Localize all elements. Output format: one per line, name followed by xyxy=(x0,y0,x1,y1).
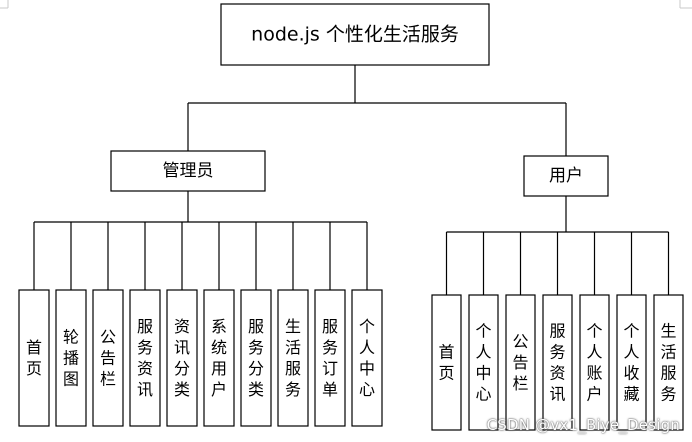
user-module-6-box xyxy=(616,294,647,431)
admin-module-7: 服务分类 xyxy=(240,289,272,427)
admin-module-9-label: 服务订单 xyxy=(322,317,338,399)
user-module-5-label: 个人账户 xyxy=(586,322,602,404)
admin-module-10-label: 个人中心 xyxy=(359,317,375,399)
user-module-4: 服务资讯 xyxy=(542,294,573,431)
user-module-5: 个人账户 xyxy=(579,294,610,431)
admin-module-2-label: 轮播图 xyxy=(63,328,79,389)
admin-module-4-box xyxy=(129,289,161,427)
admin-module-3-box xyxy=(92,289,124,427)
admin-module-10: 个人中心 xyxy=(351,289,383,427)
user-module-7-box xyxy=(653,294,684,431)
admin-module-3-label: 公告栏 xyxy=(100,328,116,389)
user-module-7-label: 生活服务 xyxy=(660,322,676,404)
admin-node: 管理员 xyxy=(110,150,266,192)
admin-module-7-box xyxy=(240,289,272,427)
user-module-2-label: 个人中心 xyxy=(475,322,491,404)
user-module-3-box xyxy=(505,294,536,431)
admin-module-8-box xyxy=(277,289,309,427)
user-module-2-box xyxy=(468,294,499,431)
user-module-4-box xyxy=(542,294,573,431)
admin-module-2-box xyxy=(55,289,87,427)
root-node-label: node.js 个性化生活服务 xyxy=(251,24,459,46)
admin-module-1-box xyxy=(18,289,50,427)
connector-lines xyxy=(33,65,670,295)
admin-module-7-label: 服务分类 xyxy=(248,317,264,399)
admin-module-5-box xyxy=(166,289,198,427)
admin-module-1: 首页 xyxy=(18,289,50,427)
admin-module-5: 资讯分类 xyxy=(166,289,198,427)
user-module-1-label: 首页 xyxy=(438,343,454,383)
user-module-4-label: 服务资讯 xyxy=(549,322,565,404)
user-module-6-label: 个人收藏 xyxy=(623,322,639,404)
user-module-7: 生活服务 xyxy=(653,294,684,431)
user-node-box xyxy=(523,155,609,197)
admin-module-8-label: 生活服务 xyxy=(285,317,301,399)
user-module-6: 个人收藏 xyxy=(616,294,647,431)
root-node: node.js 个性化生活服务 xyxy=(220,3,490,66)
admin-module-9-box xyxy=(314,289,346,427)
page-corner-marks xyxy=(0,0,692,9)
admin-module-1-label: 首页 xyxy=(26,338,42,378)
user-module-1-box xyxy=(431,294,462,431)
user-module-2: 个人中心 xyxy=(468,294,499,431)
admin-module-6-box xyxy=(203,289,235,427)
admin-node-label: 管理员 xyxy=(163,161,214,181)
admin-module-8: 生活服务 xyxy=(277,289,309,427)
user-module-3-label: 公告栏 xyxy=(512,332,528,393)
user-module-3: 公告栏 xyxy=(505,294,536,431)
admin-module-9: 服务订单 xyxy=(314,289,346,427)
root-node-box xyxy=(220,3,490,66)
admin-module-6-label: 系统用户 xyxy=(211,317,227,399)
admin-module-4-label: 服务资讯 xyxy=(137,317,153,399)
user-module-5-box xyxy=(579,294,610,431)
admin-module-6: 系统用户 xyxy=(203,289,235,427)
admin-module-2: 轮播图 xyxy=(55,289,87,427)
admin-module-4: 服务资讯 xyxy=(129,289,161,427)
admin-node-box xyxy=(110,150,266,192)
admin-module-3: 公告栏 xyxy=(92,289,124,427)
admin-module-5-label: 资讯分类 xyxy=(174,317,190,399)
user-node-label: 用户 xyxy=(549,166,583,186)
admin-module-10-box xyxy=(351,289,383,427)
csdn-watermark: CSDN @vx1_Biye_Design xyxy=(486,416,680,434)
user-module-1: 首页 xyxy=(431,294,462,431)
user-node: 用户 xyxy=(523,155,609,197)
